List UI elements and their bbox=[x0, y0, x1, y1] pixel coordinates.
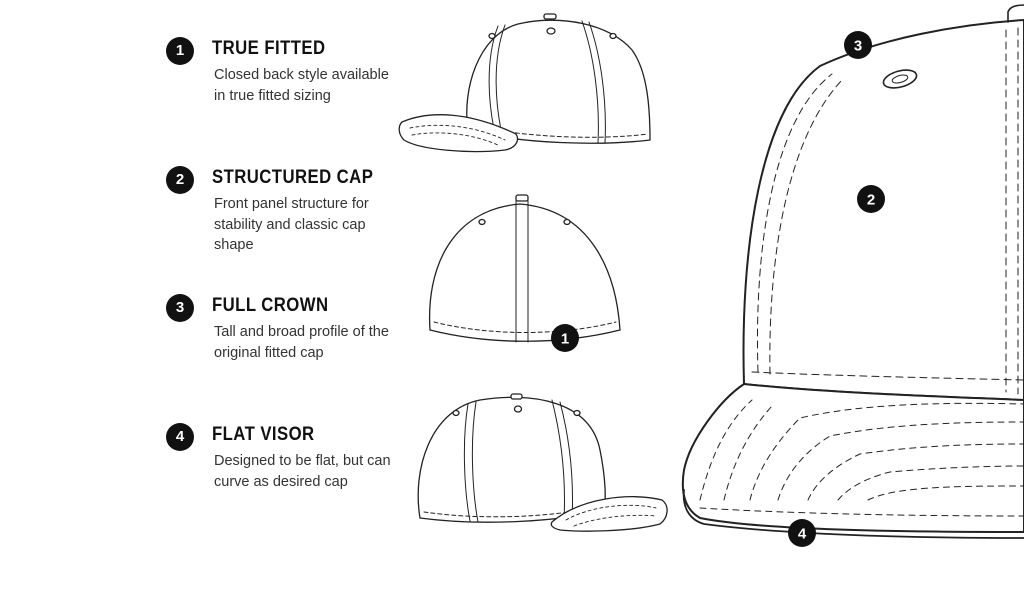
feature-title: FLAT VISOR bbox=[212, 424, 315, 445]
feature-number-badge: 3 bbox=[166, 294, 194, 322]
feature-number-badge: 1 bbox=[166, 37, 194, 65]
callout-visor: 4 bbox=[788, 519, 816, 547]
cap-angled-view-illustration bbox=[417, 393, 668, 532]
feature-number-badge: 4 bbox=[166, 423, 194, 451]
feature-description: Closed back style available in true fitt… bbox=[214, 67, 389, 104]
feature-description: Front panel structure for stability and … bbox=[214, 196, 369, 253]
callout-badge bbox=[844, 31, 872, 59]
cap-back-view-illustration bbox=[428, 194, 621, 343]
callout-back-view: 1 bbox=[551, 324, 579, 352]
feature-title: FULL CROWN bbox=[212, 295, 329, 316]
callout-number: 3 bbox=[854, 38, 862, 55]
callout-number: 2 bbox=[867, 192, 875, 209]
callout-crown: 3 bbox=[844, 31, 872, 59]
feature-description: Tall and broad profile of the original f… bbox=[214, 324, 389, 361]
callout-badge bbox=[857, 185, 885, 213]
cap-front-closeup-illustration bbox=[681, 4, 1024, 539]
feature-number-badge: 2 bbox=[166, 166, 194, 194]
callout-front-panel: 2 bbox=[857, 185, 885, 213]
callout-number: 1 bbox=[561, 331, 569, 348]
callout-number: 4 bbox=[798, 526, 807, 543]
callout-badge bbox=[788, 519, 816, 547]
feature-list: 1 TRUE FITTED Closed back style availabl… bbox=[0, 0, 400, 614]
callout-badge bbox=[551, 324, 579, 352]
feature-description: Designed to be flat, but can curve as de… bbox=[214, 453, 391, 490]
feature-title: STRUCTURED CAP bbox=[212, 167, 374, 188]
cap-side-view-illustration bbox=[398, 13, 651, 153]
feature-title: TRUE FITTED bbox=[212, 38, 326, 59]
